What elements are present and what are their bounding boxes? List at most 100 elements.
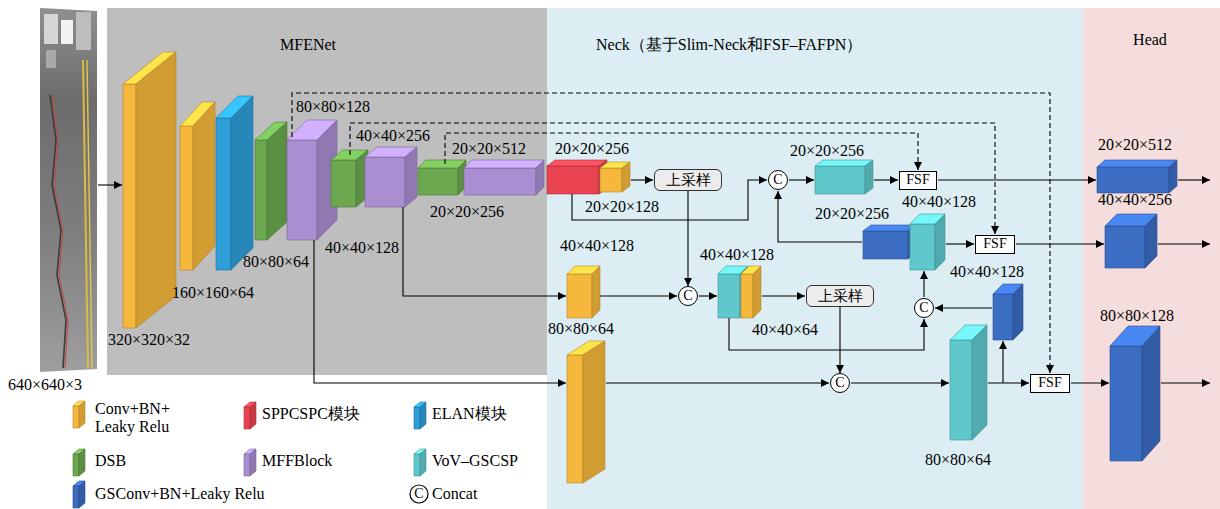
block-face [414,454,420,476]
swatch-block [414,449,426,476]
swatch-graphic [72,448,87,477]
block-face [73,406,79,428]
dimension-label: 80×80×128 [296,98,370,116]
block-face [1097,167,1169,193]
dimension-label: 20×20×256 [790,142,864,160]
label-holder: 40×40×64 [752,321,818,339]
wire [572,180,767,220]
dimension-label: 40×40×256 [356,127,430,145]
label-holder: 320×320×32 [108,331,190,349]
legend-text: VoV–GSCSP [432,452,518,470]
label-holder: 20×20×256 [555,140,629,158]
label-holder: C [414,486,423,502]
dimension-label: 80×80×64 [548,320,614,338]
block-face [193,102,215,270]
block-face [950,340,972,440]
legend-text: GSConv+BN+Leaky Relu [95,485,265,503]
wire [851,382,949,383]
node-text: C [683,288,692,304]
block-face [420,449,426,476]
layer-block [123,52,176,328]
panel-title: Head [1133,31,1167,49]
block-face [73,454,79,476]
label-holder: 80×80×64 [548,320,614,338]
dimension-label: 40×40×256 [1098,191,1172,209]
connector [839,307,840,373]
block-face [622,162,630,192]
block-face [464,160,544,168]
layer-wires [98,93,1210,383]
layer-block [815,160,873,194]
layer-blocks [123,52,1177,483]
swatch-block [244,402,256,429]
label-holder: 20×20×512 [452,140,526,158]
legend-swatch [413,448,428,481]
block-face [567,274,592,318]
block-face [536,160,544,195]
layer-block [287,120,337,240]
concat-circle: C [678,286,698,306]
photo-car [46,50,56,68]
dimension-label: 40×40×128 [560,237,634,255]
dimension-label: 20×20×512 [452,140,526,158]
block-face [741,274,753,318]
panel-title: Neck（基于Slim-Neck和FSF–FAFPN） [596,36,862,54]
neck-panel: Neck（基于Slim-Neck和FSF–FAFPN）上采样CFSFFSFC上采… [547,8,1083,509]
photo-car [76,12,91,50]
dimension-label: 40×40×128 [902,193,976,211]
label-holder: 40×40×256 [1098,191,1172,209]
layer-block [863,225,916,259]
layer-block [910,214,945,270]
legend-text: DSB [95,452,126,470]
block-face [180,126,193,270]
block-face [331,160,356,207]
label-holder: 640×640×3 [8,376,82,394]
label-holder: 20×20×256 [815,205,889,223]
legend-entry: SPPCSPC模块 [262,405,360,423]
block-face [863,231,908,259]
photo-car [44,14,58,44]
block-face [567,355,583,483]
node-text: 上采样 [818,287,863,305]
block-face [815,166,865,194]
swatch-graphic [243,401,258,430]
label-holder: 20×20×128 [585,198,659,216]
block-face [287,140,317,240]
dimension-label: 160×160×64 [172,284,254,302]
wire [935,307,992,308]
block-face [79,449,85,476]
block-face [136,52,176,328]
wire [988,382,1029,383]
label-holder: 80×80×64 [243,253,309,271]
label-holder: 40×40×128 [325,239,399,257]
block-face [79,481,85,508]
wire [729,318,924,350]
node-text: 上采样 [666,171,711,189]
label-holder: 40×40×128 [560,237,634,255]
block-face [1110,346,1142,461]
wire [1161,382,1210,383]
concat-legend-symbol [410,485,428,503]
block-face [1145,214,1157,268]
node-text: C [773,172,782,188]
wire [762,295,805,296]
block-face [718,274,740,318]
dimension-label: 20×20×256 [815,205,889,223]
wire [789,179,814,180]
layer-block [600,162,630,192]
upsample-box: 上采样 [806,285,874,307]
dimension-label: 40×40×128 [950,263,1024,281]
wire [631,179,653,180]
layer-block [567,341,605,483]
swatch-block [73,401,85,428]
wire [923,271,924,297]
wire [1016,243,1104,244]
dimension-label: 40×40×128 [700,246,774,264]
swatch-block [73,481,85,508]
block-face [547,166,599,194]
block-face [79,401,85,428]
legend-text: MFFBlock [262,452,332,470]
legend-swatch [413,401,428,434]
legend-entry: Conv+BN+ Leaky Relu [95,400,177,436]
layer-block [1110,326,1160,461]
